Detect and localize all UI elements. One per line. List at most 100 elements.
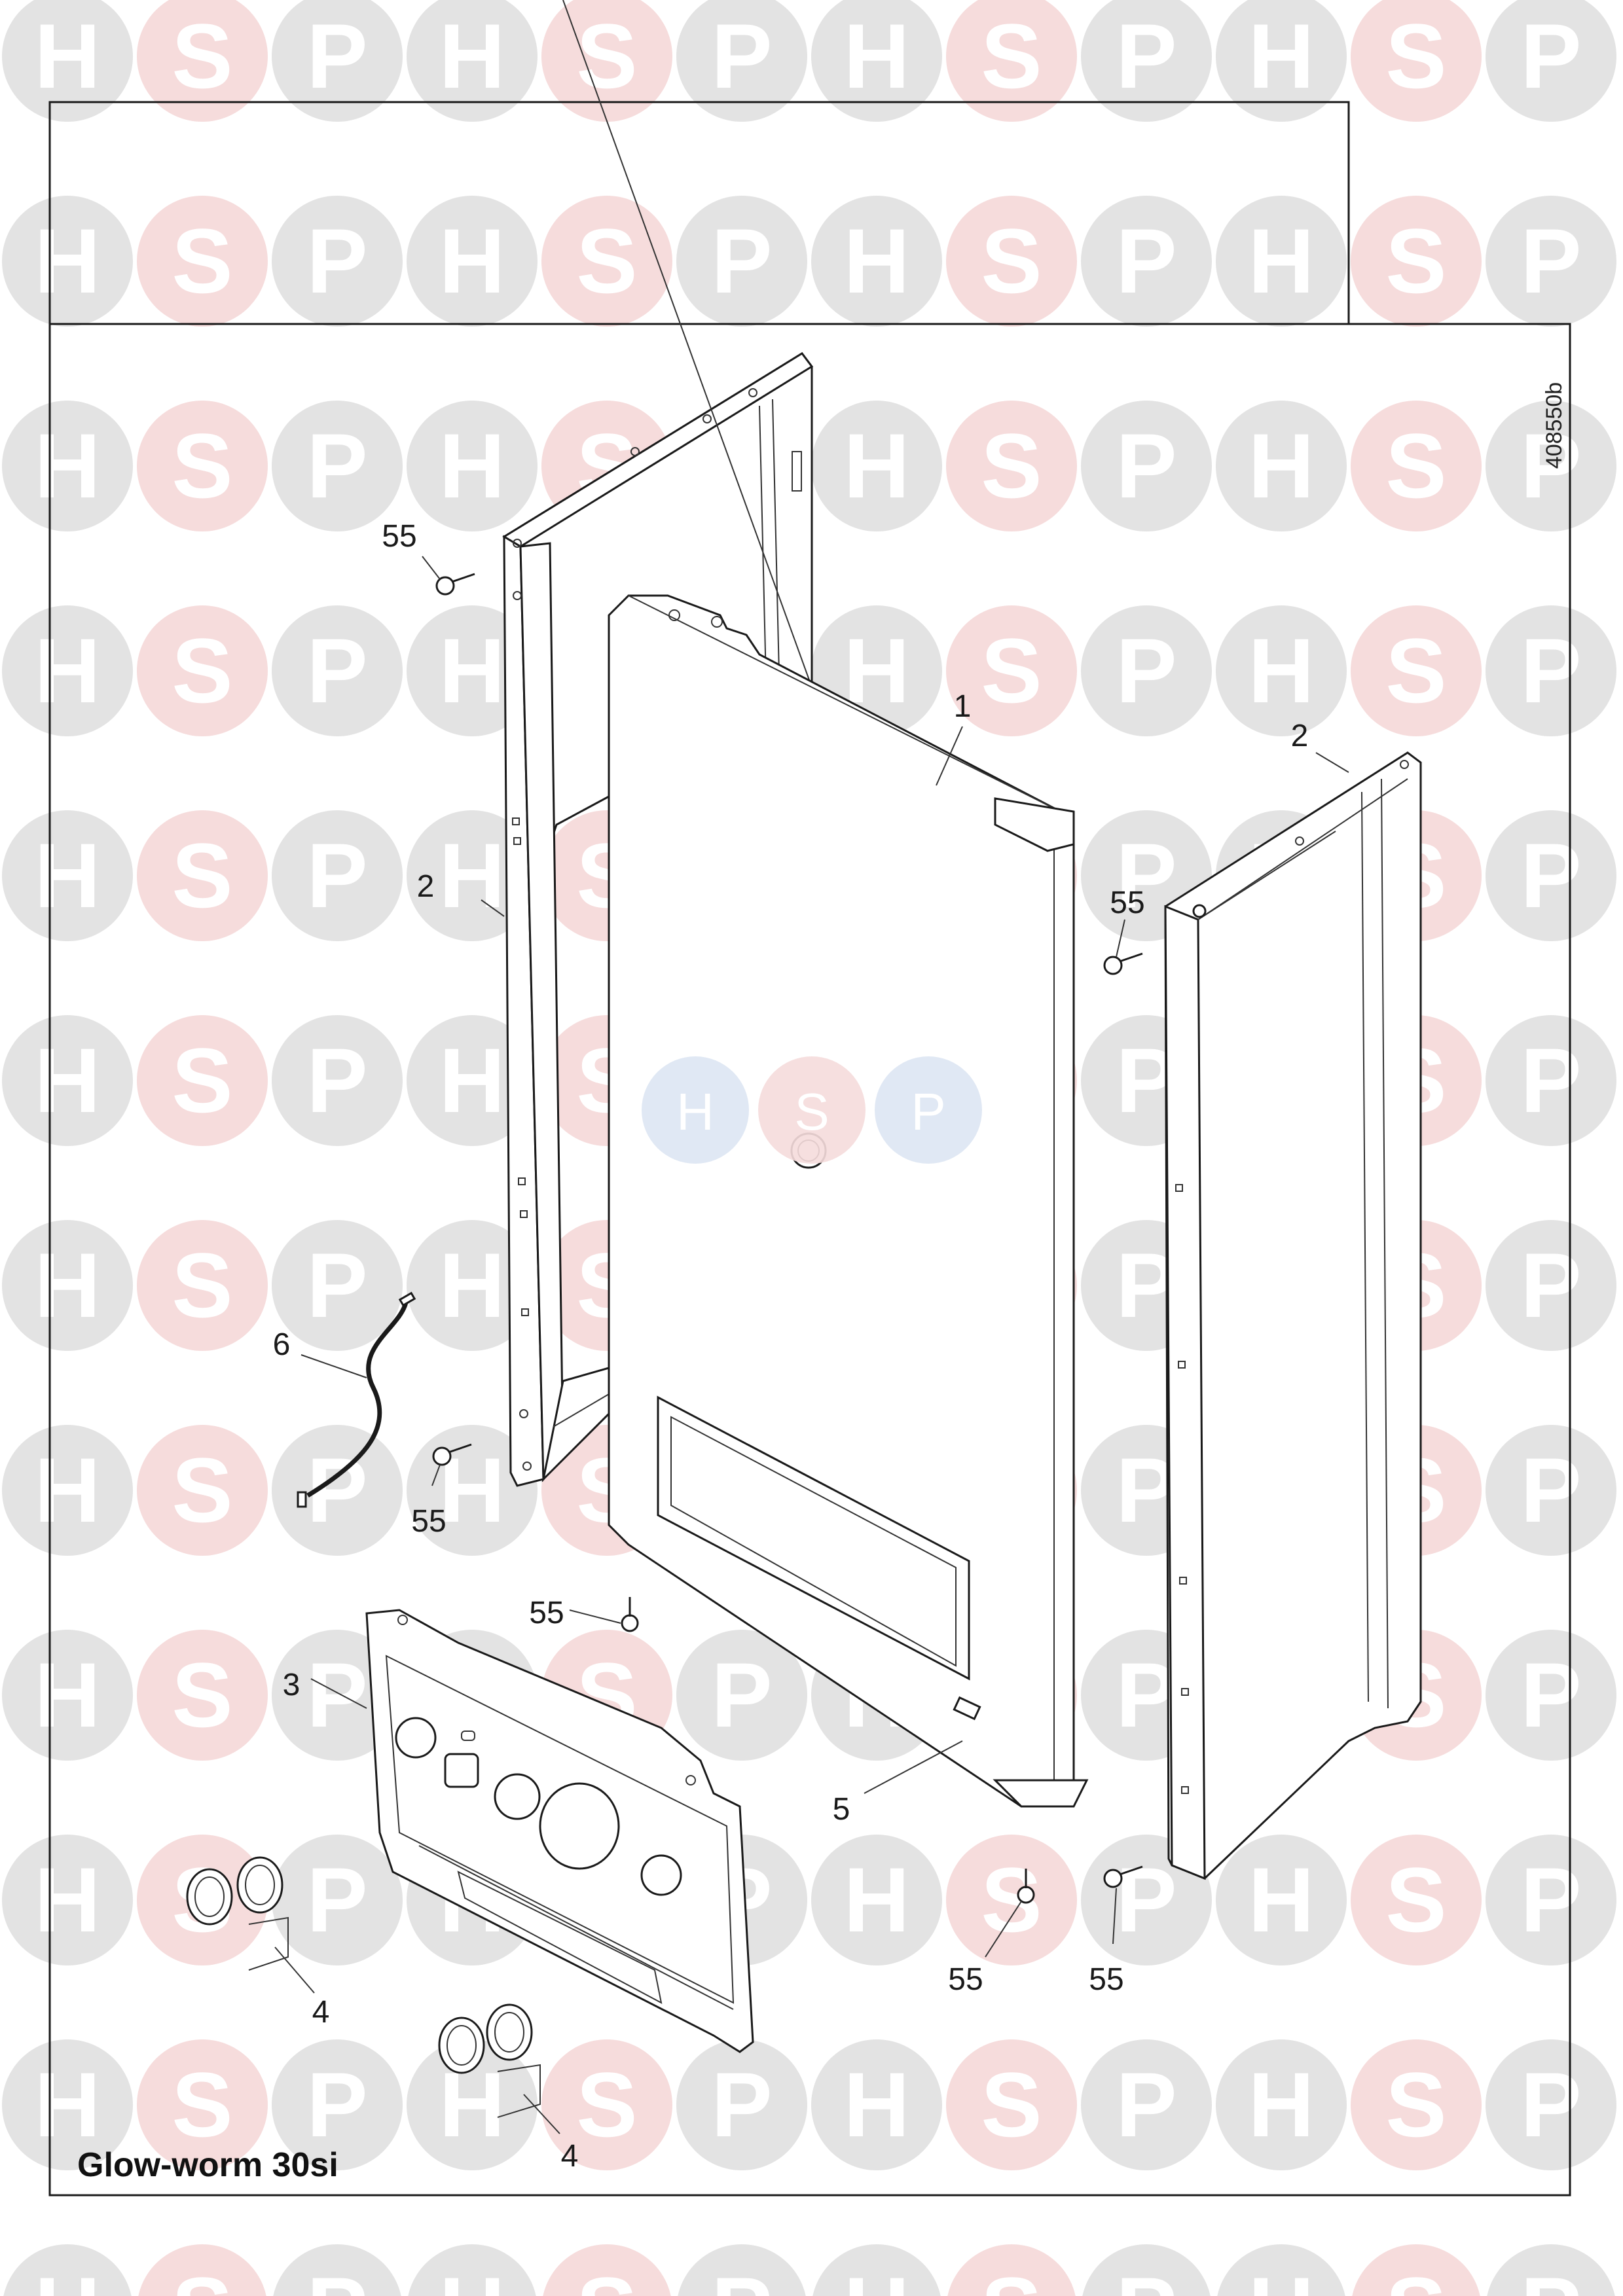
watermark-letter: P [306, 414, 367, 517]
watermark-circle [408, 2244, 536, 2296]
watermark-circle [1487, 2244, 1615, 2296]
screw-icon [435, 573, 475, 596]
watermark-letter: P [1520, 824, 1581, 927]
watermark-circle [1216, 196, 1347, 327]
watermark-circle [2, 1220, 133, 1351]
leader-lines [274, 556, 1349, 2134]
watermark-letter: S [576, 2053, 637, 2156]
callout-2-left: 2 [417, 869, 435, 904]
watermark-letter: P [711, 2053, 772, 2156]
svg-text:S: S [794, 1083, 829, 1141]
watermark-circle [1216, 605, 1347, 736]
watermark-circle [946, 196, 1077, 327]
watermark-letter: H [439, 209, 505, 312]
watermark-letter: S [576, 2258, 637, 2296]
watermark-letter: S [172, 2053, 232, 2156]
side-panel-right [1164, 751, 1422, 1880]
watermark-letter: S [1385, 414, 1446, 517]
watermark-letter: H [1248, 619, 1314, 722]
watermark-circle [1351, 605, 1482, 736]
watermark-circle [1081, 401, 1212, 531]
watermark-letter: P [306, 619, 367, 722]
watermark-letter: P [306, 209, 367, 312]
watermark-letter: P [1520, 1439, 1581, 1541]
watermark-circle [2, 1015, 133, 1146]
watermark-circle [137, 1015, 268, 1146]
watermark-circle [137, 810, 268, 941]
watermark-letter: P [306, 824, 367, 927]
watermark-circle [272, 605, 403, 736]
callout-55-center: 55 [529, 1596, 564, 1630]
watermark-letter: S [576, 209, 637, 312]
watermark-letter: P [1116, 619, 1176, 722]
watermark-circle [1216, 1835, 1347, 1965]
watermark-letter: P [1520, 5, 1581, 107]
watermark-circle [543, 2244, 671, 2296]
watermark-circle [946, 401, 1077, 531]
watermark-circle [272, 1835, 403, 1965]
watermark-letter: S [1385, 2258, 1446, 2296]
watermark-letter: P [1116, 2258, 1176, 2296]
watermark-circle [407, 1015, 538, 1146]
watermark-circle [1486, 810, 1616, 941]
watermark-letter: H [1248, 1848, 1314, 1951]
watermark-letter: P [306, 1848, 367, 1951]
watermark-letter: S [1385, 209, 1446, 312]
watermark-circle [272, 1015, 403, 1146]
callout-5: 5 [833, 1792, 850, 1827]
watermark-letter: S [981, 2258, 1042, 2296]
watermark-letter: H [34, 414, 100, 517]
watermark-circle [946, 2039, 1077, 2170]
watermark-circle [137, 1630, 268, 1761]
watermark-circle [1486, 1630, 1616, 1761]
watermark-letter: H [34, 1234, 100, 1336]
watermark-letter: H [34, 5, 100, 107]
watermark-circle [407, 810, 538, 941]
watermark-letter: H [439, 1234, 505, 1336]
watermark-letter: P [306, 1234, 367, 1336]
earth-cable [297, 1291, 416, 1508]
watermark-letter: S [981, 2053, 1042, 2156]
watermark-circle [137, 196, 268, 327]
watermark-letter: P [711, 1643, 772, 1746]
watermark-letter: H [34, 1643, 100, 1746]
watermark-circle [1351, 1835, 1482, 1965]
watermark-circle [676, 0, 807, 122]
front-casing-panel [608, 594, 1089, 1808]
watermark-circle [2, 810, 133, 941]
watermark-circle [676, 2039, 807, 2170]
watermark-circle [1217, 2244, 1345, 2296]
watermark-letter: S [172, 1234, 232, 1336]
watermark-letter: H [439, 2258, 505, 2296]
drawing-frame [48, 101, 1571, 2197]
watermark-letter: S [172, 209, 232, 312]
svg-text:P: P [911, 1083, 945, 1141]
watermark-circle [811, 1835, 942, 1965]
watermark-circle [1216, 0, 1347, 122]
watermark-circle [272, 2039, 403, 2170]
watermark-circle [137, 2039, 268, 2170]
watermark-circle [272, 1220, 403, 1351]
watermark-letter: P [711, 209, 772, 312]
watermark-circle [272, 1425, 403, 1556]
watermark-letter: P [1116, 1848, 1176, 1951]
watermark-letter: P [1116, 414, 1176, 517]
watermark-circle [1216, 2039, 1347, 2170]
watermark-circle [1486, 1835, 1616, 1965]
control-fascia [365, 1609, 754, 2053]
screws [432, 573, 1143, 1904]
watermark-circle [2, 401, 133, 531]
watermark-letter: P [1520, 1234, 1581, 1336]
screw-icon [621, 1597, 639, 1632]
watermark-circle [2, 1835, 133, 1965]
watermark-circle [1486, 605, 1616, 736]
screw-icon [1103, 952, 1143, 975]
watermark-letter: S [1385, 5, 1446, 107]
control-knobs-upper [186, 1856, 289, 1971]
watermark-circle [1486, 1425, 1616, 1556]
watermark-letter: S [981, 619, 1042, 722]
watermark-circle [1351, 0, 1482, 122]
callout-4-lower: 4 [561, 2139, 579, 2174]
watermark-circle [272, 196, 403, 327]
watermark-circle [811, 0, 942, 122]
